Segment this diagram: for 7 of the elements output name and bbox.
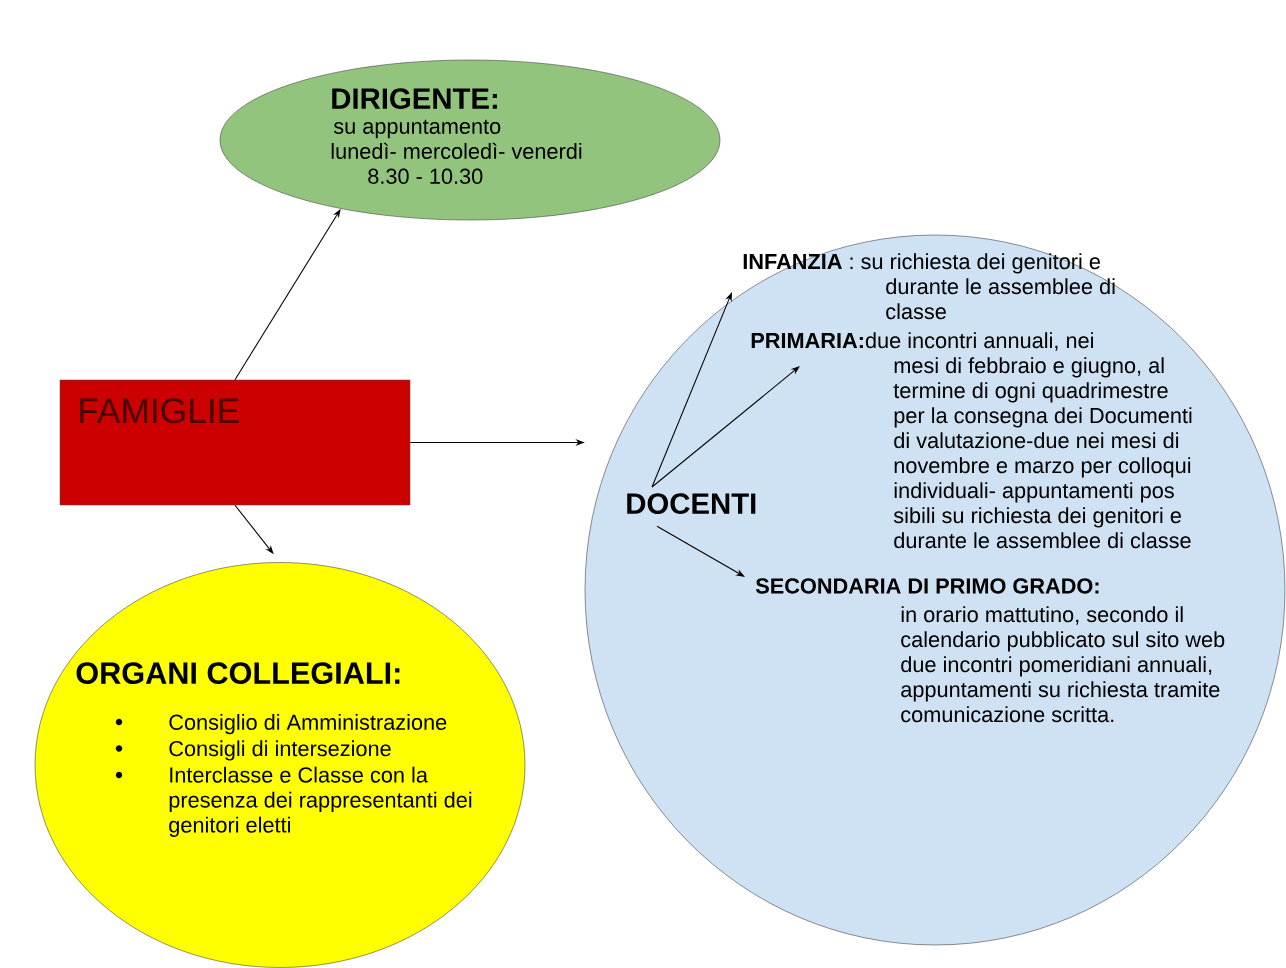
family-box: FAMIGLIE bbox=[59, 379, 411, 506]
teachers-label: DOCENTI bbox=[627, 493, 756, 515]
teachers-ellipse bbox=[584, 234, 1286, 946]
arrow bbox=[651, 292, 732, 488]
arrow bbox=[651, 366, 800, 488]
level-text: SECONDARIA DI PRIMO GRADO: in orario mattutino, secondo il calendario pubblicato sul sito web due incontri pomeridiani annuali, appuntamenti su richiesta tramite comunicazione scritta. bbox=[755, 578, 1225, 723]
arrow bbox=[656, 525, 745, 577]
